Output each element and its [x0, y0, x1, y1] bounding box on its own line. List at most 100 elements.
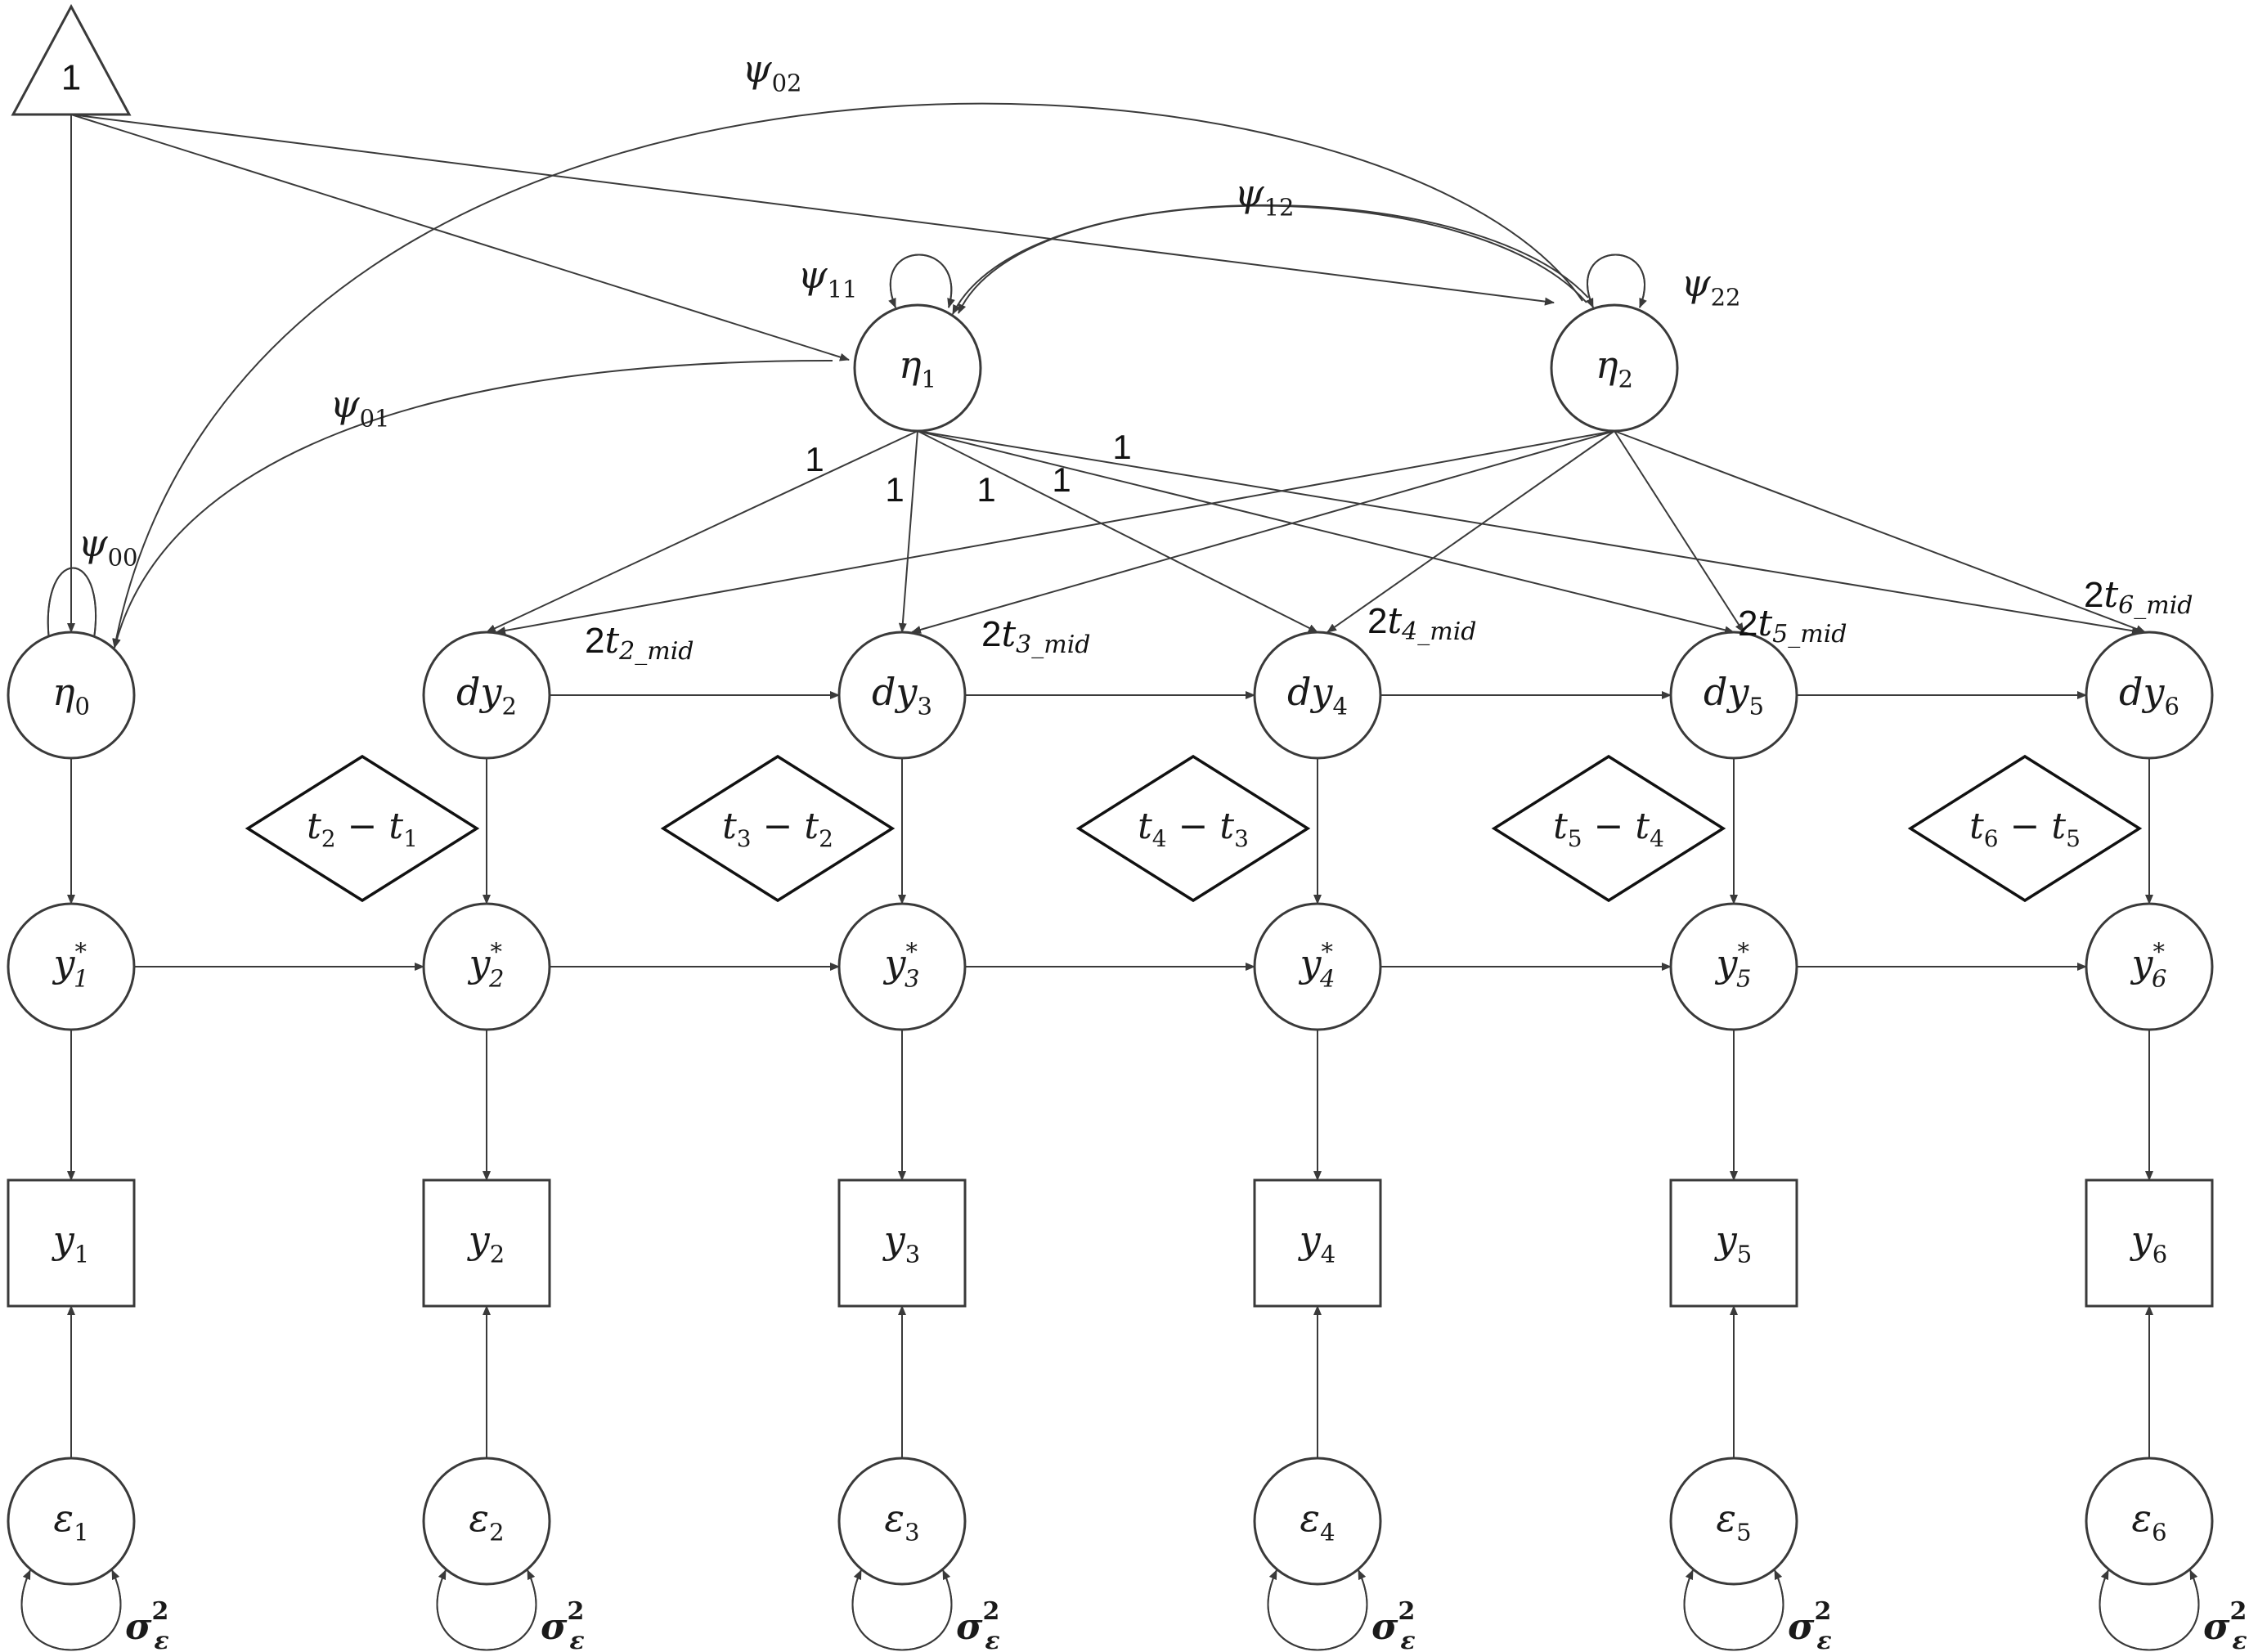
- path-edges: [20, 102, 2200, 1651]
- observed-label-1: y1: [52, 1218, 89, 1268]
- psi11-label: ψ11: [798, 253, 858, 303]
- psi11-self-loop-b: [888, 254, 953, 308]
- psi00-self-loop-b: [45, 567, 97, 653]
- observed-label-2: y2: [467, 1218, 505, 1268]
- true-score-node-6: [2085, 902, 2214, 1031]
- residual-label-3: ε3: [884, 1496, 919, 1547]
- true-score-label-1: y*1: [52, 937, 88, 992]
- true-score-node-3: [837, 902, 967, 1031]
- interval-diamond: [245, 754, 480, 903]
- eta2-loading-arrow: [1327, 430, 1615, 633]
- residual-node-6: [2085, 1457, 2214, 1586]
- intercept-to-eta2-arrow: [70, 114, 1555, 306]
- eta1-loading-label: 1: [1052, 460, 1071, 499]
- interval-diamond: [1075, 754, 1311, 903]
- intercept-to-eta1-arrow: [70, 114, 850, 361]
- interval-label: t5 − t4: [1553, 806, 1664, 852]
- observed-box-6: [2085, 1178, 2214, 1308]
- dy-label-4: dy4: [1287, 670, 1348, 721]
- true-score-label-2: y*2: [467, 937, 504, 992]
- dy-node-6: [2085, 631, 2214, 760]
- residual-label-2: ε2: [469, 1496, 504, 1547]
- eta1-loading-arrow: [917, 430, 1735, 635]
- interval-diamond: [1907, 754, 2143, 903]
- interval-label: t4 − t3: [1138, 806, 1249, 852]
- eta1-node: [853, 303, 982, 433]
- eta2-loading-arrow: [1614, 430, 1744, 633]
- residual-node-1: [7, 1457, 136, 1586]
- true-score-node-4: [1253, 902, 1382, 1031]
- residual-label-5: ε5: [1716, 1496, 1751, 1547]
- residual-node-2: [422, 1457, 551, 1586]
- residual-variance-loop-back: [851, 1569, 953, 1651]
- eta1-loading-label: 1: [1112, 428, 1131, 466]
- eta1-loading-label: 1: [885, 470, 904, 509]
- true-score-node-2: [422, 902, 551, 1031]
- psi01-curve: [112, 359, 833, 649]
- path-nodes: [7, 3, 2214, 1586]
- eta1-loading-arrow: [486, 430, 918, 633]
- residual-node-5: [1669, 1457, 1798, 1586]
- psi12-curve-back: [952, 204, 1589, 315]
- residual-node-3: [837, 1457, 967, 1586]
- eta0-node: [7, 631, 136, 760]
- true-score-label-4: y*4: [1298, 937, 1335, 992]
- residual-variance-loop-back: [1683, 1569, 1784, 1651]
- psi02-curve: [112, 102, 1583, 649]
- dy-label-6: dy6: [2119, 670, 2179, 721]
- dy-node-5: [1669, 631, 1798, 760]
- interval-diamond: [660, 754, 896, 903]
- psi22-self-loop-b: [1585, 254, 1646, 308]
- psi00-label: ψ00: [79, 521, 138, 572]
- eta2-loading-arrow: [496, 430, 1615, 635]
- eta1-loading-label: 1: [976, 470, 995, 509]
- interval-label: t6 − t5: [1969, 806, 2081, 852]
- residual-node-4: [1253, 1457, 1382, 1586]
- eta2-loading-label: 2t4_mid: [1367, 600, 1477, 647]
- eta1-loading-label: 1: [805, 440, 824, 478]
- true-score-label-3: y*3: [882, 937, 919, 992]
- interval-diamond: [1491, 754, 1726, 903]
- true-score-node-1: [7, 902, 136, 1031]
- dy-label-3: dy3: [872, 670, 932, 721]
- observed-label-5: y5: [1714, 1218, 1752, 1268]
- psi12-label: ψ12: [1235, 171, 1295, 222]
- eta2-loading-arrow: [911, 430, 1615, 634]
- psi22-label: ψ22: [1681, 261, 1741, 312]
- psi02-label: ψ02: [743, 47, 802, 97]
- observed-label-4: y4: [1298, 1218, 1335, 1268]
- eta1-loading-arrow: [898, 430, 918, 633]
- residual-variance-loop-back: [436, 1569, 537, 1651]
- interval-label: t3 − t2: [722, 806, 833, 852]
- residual-label-6: ε6: [2131, 1496, 2166, 1547]
- observed-box-2: [422, 1178, 551, 1308]
- intercept-label: 1: [61, 58, 81, 98]
- eta2-loading-label: 2t6_mid: [2084, 574, 2193, 621]
- residual-label-4: ε4: [1300, 1496, 1335, 1547]
- residual-variance-loop-back: [1267, 1569, 1368, 1651]
- intercept-triangle: [11, 3, 132, 116]
- observed-label-3: y3: [882, 1218, 920, 1268]
- psi12-curve: [958, 204, 1587, 314]
- eta0-label: η0: [52, 670, 90, 721]
- true-score-node-5: [1669, 902, 1798, 1031]
- eta2-loading-label: 2t5_mid: [1738, 603, 1847, 649]
- residual-variance-loop-back: [2099, 1569, 2200, 1651]
- eta2-loading-label: 2t3_mid: [981, 613, 1091, 660]
- interval-label: t2 − t1: [307, 806, 418, 852]
- eta1-label: η1: [899, 343, 936, 393]
- observed-box-5: [1669, 1178, 1798, 1308]
- eta2-node: [1550, 303, 1679, 433]
- true-score-label-5: y*5: [1714, 937, 1751, 992]
- eta1-loading-arrow: [917, 430, 2142, 635]
- observed-box-3: [837, 1178, 967, 1308]
- residual-label-1: ε1: [53, 1496, 88, 1547]
- dy-label-5: dy5: [1704, 670, 1764, 721]
